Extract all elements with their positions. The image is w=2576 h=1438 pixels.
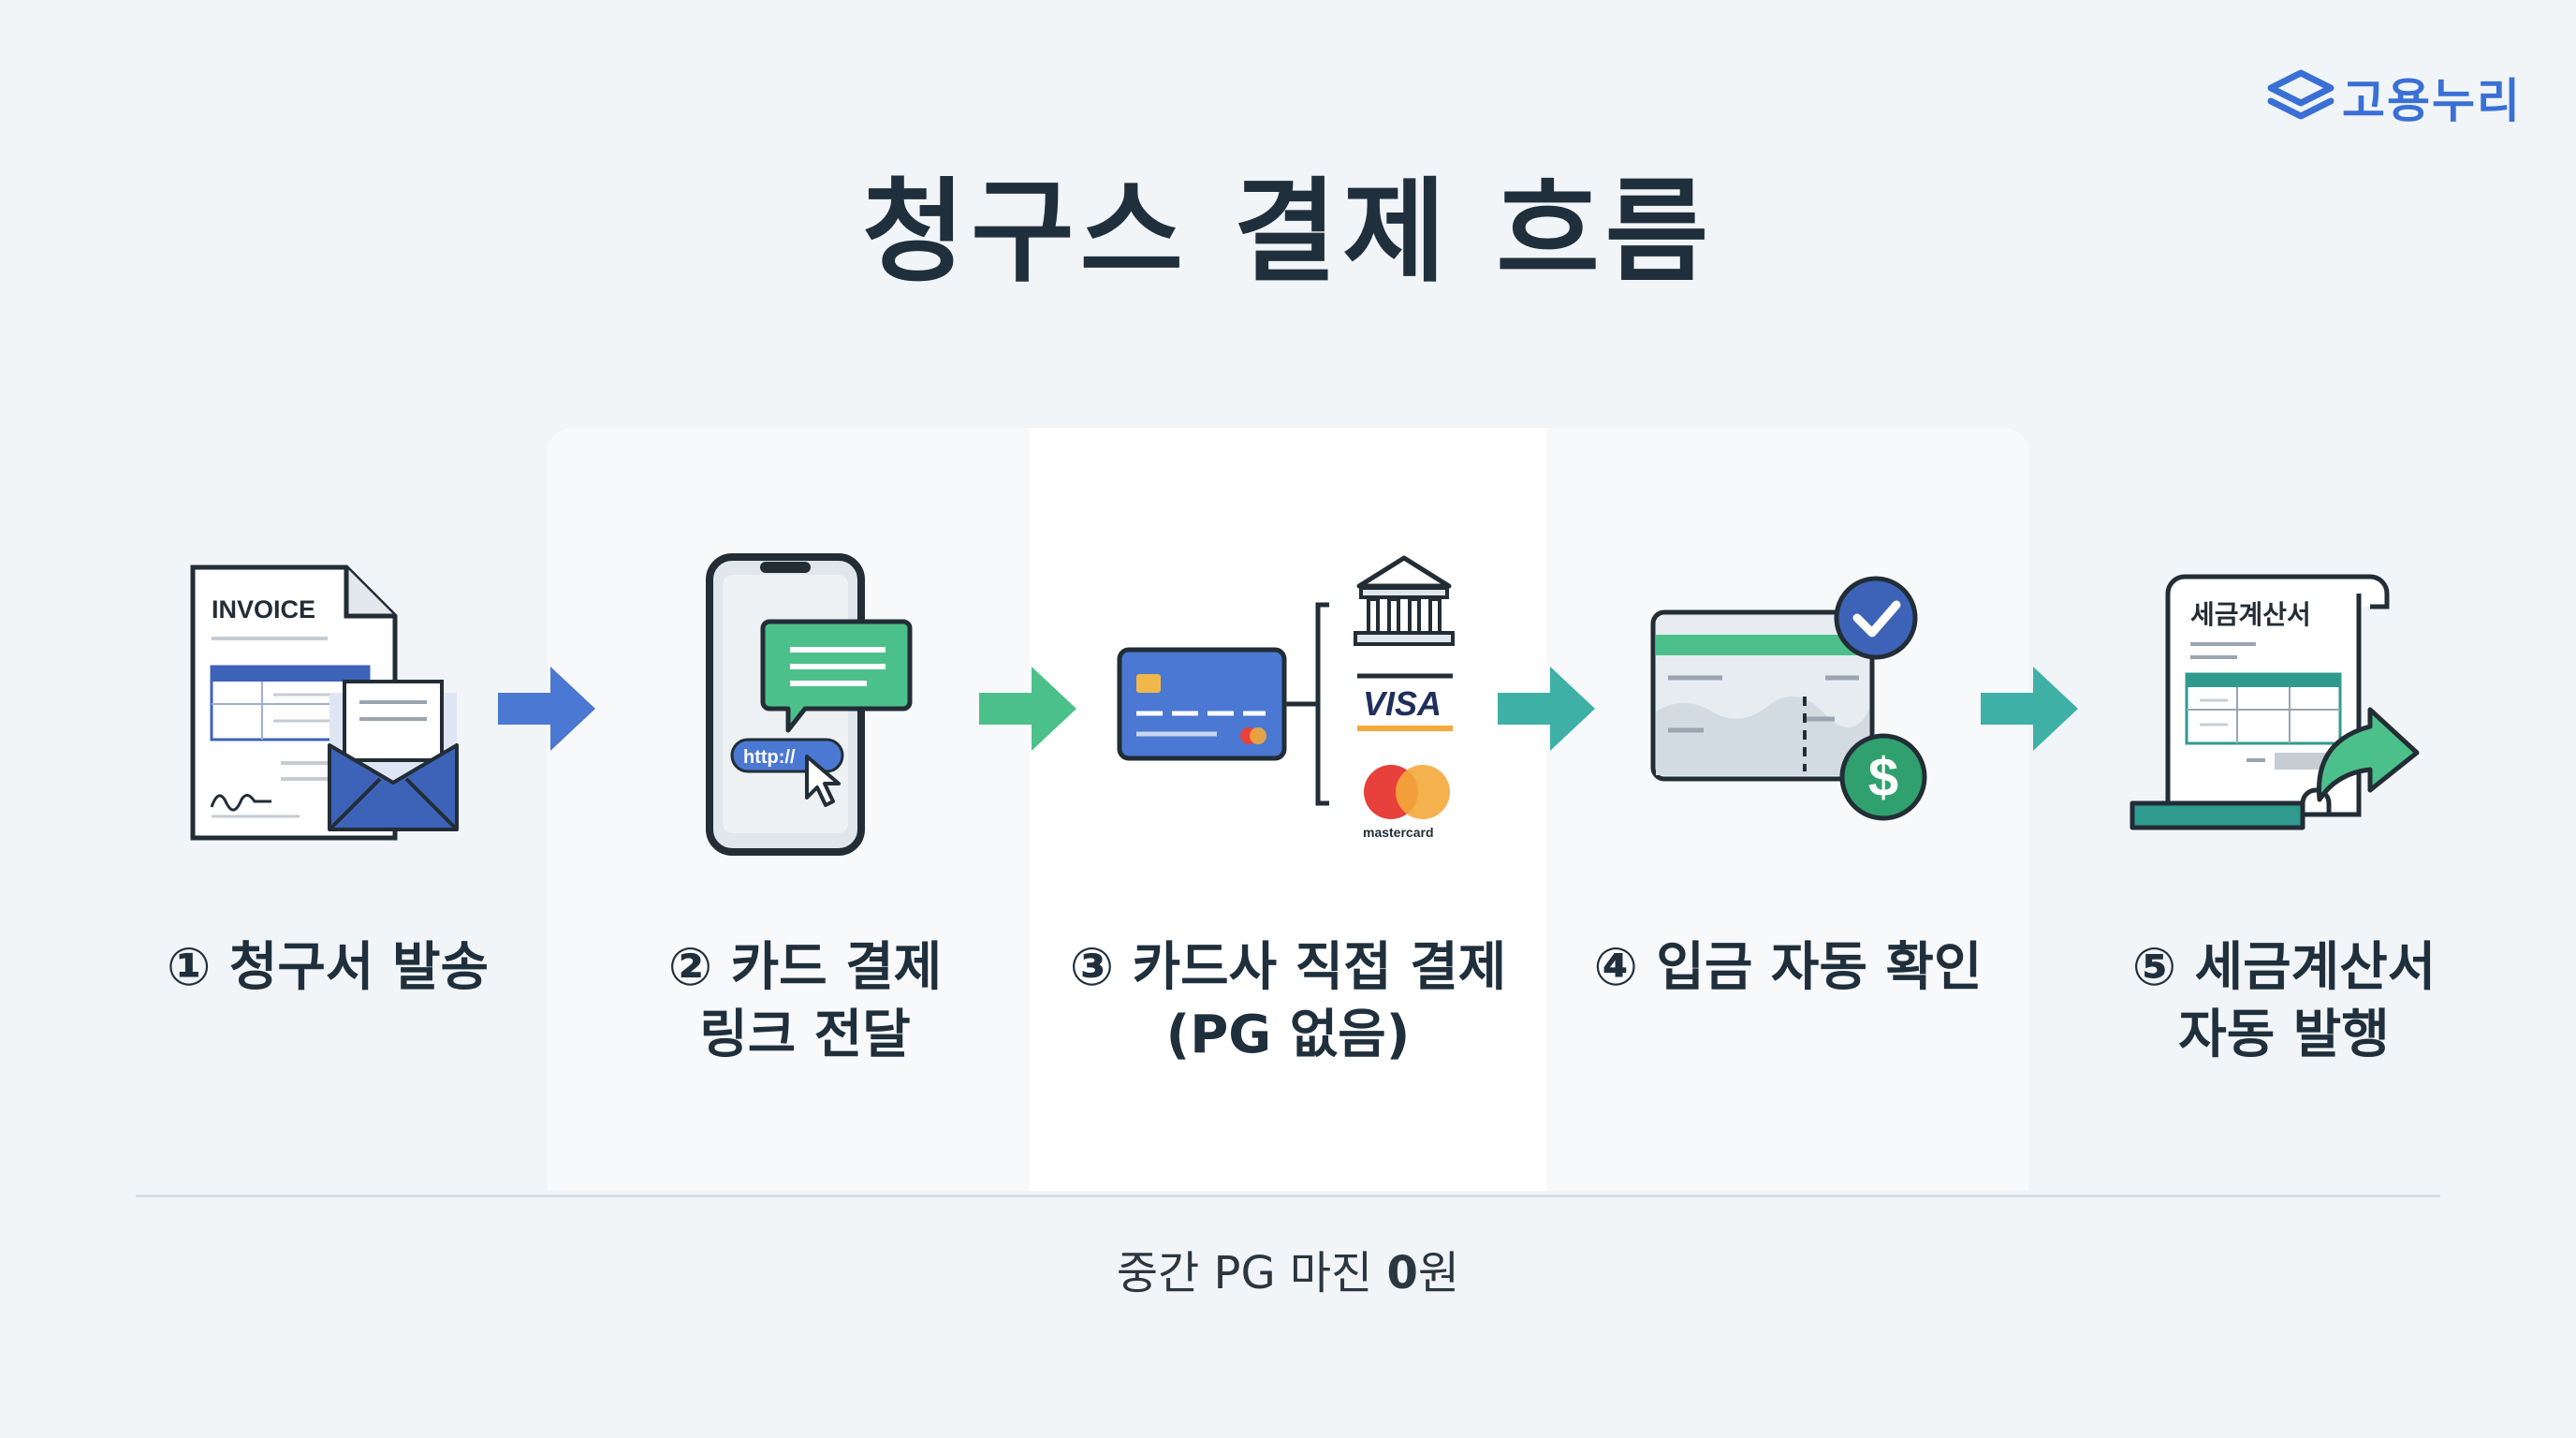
step-4-label: ④ 입금 자동 확인 xyxy=(1544,934,2031,1002)
brand-logo: 고용누리 xyxy=(2265,64,2522,131)
invoice-envelope-icon: INVOICE xyxy=(190,565,459,841)
footer-note: 중간 PG 마진 0원 xyxy=(0,1236,2576,1301)
footer-highlight: 0 xyxy=(1386,1247,1418,1299)
tax-invoice-label: 세금계산서 xyxy=(2190,599,2311,630)
invoice-label: INVOICE xyxy=(212,595,315,624)
step-1-label: ① 청구서 발송 xyxy=(84,934,571,1002)
step-5-label-line-1: ⑤ 세금계산서 xyxy=(2131,937,2437,998)
phone-link-icon: http:// xyxy=(706,553,913,856)
step-3-label: ③ 카드사 직접 결제 (PG 없음) xyxy=(1045,934,1531,1069)
step-1-label-line-1: ① 청구서 발송 xyxy=(166,937,489,998)
mastercard-label: mastercard xyxy=(1363,825,1434,840)
link-label: http:// xyxy=(743,747,796,768)
arrow-right-icon xyxy=(1498,667,1595,751)
deposit-check-icon: $ xyxy=(1650,576,1927,821)
step-5-label: ⑤ 세금계산서 자동 발행 xyxy=(2041,934,2527,1069)
step-5-label-line-2: 자동 발행 xyxy=(2178,1005,2390,1065)
step-2-label: ② 카드 결제 링크 전달 xyxy=(562,934,1048,1069)
divider xyxy=(136,1195,2440,1197)
layers-logo-icon xyxy=(2267,69,2334,120)
brand-name: 고용누리 xyxy=(2342,74,2522,128)
step-3-label-line-1: ③ 카드사 직접 결제 xyxy=(1069,937,1507,998)
visa-label: VISA xyxy=(1363,684,1442,723)
step-4-label-line-1: ④ 입금 자동 확인 xyxy=(1593,937,1983,998)
step-3-label-line-2: (PG 없음) xyxy=(1165,1005,1411,1065)
step-3-panel xyxy=(1030,428,1546,1191)
footer-text: 중간 PG 마진 xyxy=(1116,1247,1387,1299)
dollar-label: $ xyxy=(1868,747,1898,808)
arrow-right-icon xyxy=(1981,667,2078,751)
step-2-label-line-1: ② 카드 결제 xyxy=(667,937,943,998)
arrow-right-icon xyxy=(498,667,595,751)
footer-suffix: 원 xyxy=(1417,1247,1460,1299)
page-title: 청구스 결제 흐름 xyxy=(861,168,1715,298)
tax-invoice-icon: 세금계산서 xyxy=(2130,574,2420,830)
card-network-icon: VISA mastercard xyxy=(1117,555,1455,840)
arrow-right-icon xyxy=(979,667,1076,751)
step-4-panel xyxy=(1546,428,2028,1191)
step-2-label-line-2: 링크 전달 xyxy=(699,1005,911,1065)
